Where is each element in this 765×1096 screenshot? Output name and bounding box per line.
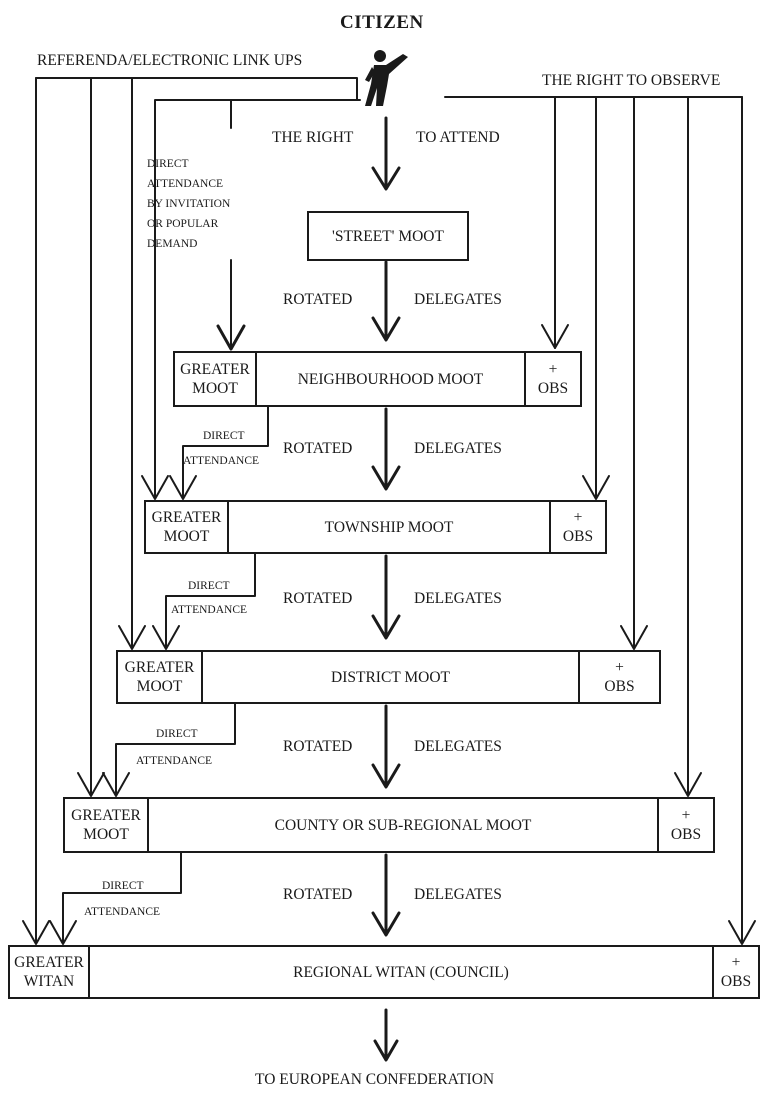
greater-witan-label: GREATER WITAN xyxy=(14,954,84,990)
greater-moot-label: GREATER MOOT xyxy=(151,509,222,545)
attendance-label: ATTENDANCE xyxy=(183,455,260,467)
delegates-label: DELEGATES xyxy=(414,440,502,457)
delegates-label: DELEGATES xyxy=(414,590,502,607)
right-to-observe-label: THE RIGHT TO OBSERVE xyxy=(542,72,721,89)
regional-level: GREATER WITAN REGIONAL WITAN (COUNCIL) +… xyxy=(8,945,760,999)
right-to-attend-label-b: TO ATTEND xyxy=(416,129,500,146)
greater-moot-label: GREATER MOOT xyxy=(180,361,250,397)
district-level: GREATER MOOT DISTRICT MOOT + OBS xyxy=(116,650,661,704)
district-moot-label: DISTRICT MOOT xyxy=(331,668,450,686)
person-pointing-icon xyxy=(365,50,408,106)
township-level: GREATER MOOT TOWNSHIP MOOT + OBS xyxy=(144,500,607,554)
regional-witan-label: REGIONAL WITAN (COUNCIL) xyxy=(293,963,509,981)
neighbourhood-level: GREATER MOOT NEIGHBOURHOOD MOOT + OBS xyxy=(173,351,582,407)
attendance-label: ATTENDANCE xyxy=(84,906,161,918)
greater-moot-label: GREATER MOOT xyxy=(124,659,195,695)
county-moot-label: COUNTY OR SUB-REGIONAL MOOT xyxy=(274,816,532,834)
footer-label: TO EUROPEAN CONFEDERATION xyxy=(255,1071,495,1088)
observers-label: + OBS xyxy=(720,954,752,990)
delegates-label: DELEGATES xyxy=(414,291,502,308)
direct-label: DIRECT xyxy=(102,880,144,892)
observers-label: + OBS xyxy=(537,361,569,397)
direct-label: DIRECT xyxy=(188,580,230,592)
observers-label: + OBS xyxy=(670,807,702,843)
rotated-label: ROTATED xyxy=(283,738,353,755)
direct-label: DIRECT xyxy=(203,430,245,442)
township-moot-label: TOWNSHIP MOOT xyxy=(324,518,454,536)
neighbourhood-moot-label: NEIGHBOURHOOD MOOT xyxy=(297,370,484,388)
direct-label: DIRECT xyxy=(156,728,198,740)
referenda-label: REFERENDA/ELECTRONIC LINK UPS xyxy=(37,52,303,69)
street-moot-label: 'STREET' MOOT xyxy=(332,227,444,245)
rotated-label: ROTATED xyxy=(283,886,353,903)
observers-label: + OBS xyxy=(562,509,594,545)
right-to-attend-label-a: THE RIGHT xyxy=(272,129,354,146)
delegates-label: DELEGATES xyxy=(414,886,502,903)
rotated-label: ROTATED xyxy=(283,590,353,607)
county-level: GREATER MOOT COUNTY OR SUB-REGIONAL MOOT… xyxy=(63,797,715,853)
greater-moot-label: GREATER MOOT xyxy=(71,807,141,843)
delegates-label: DELEGATES xyxy=(414,738,502,755)
diagram-title: CITIZEN xyxy=(340,12,424,33)
street-moot-box: 'STREET' MOOT xyxy=(307,211,469,261)
direct-attendance-invitation-label: DIRECT ATTENDANCE BY INVITATION OR POPUL… xyxy=(147,158,231,250)
rotated-label: ROTATED xyxy=(283,440,353,457)
observers-label: + OBS xyxy=(604,659,635,695)
attendance-label: ATTENDANCE xyxy=(171,604,248,616)
attendance-label: ATTENDANCE xyxy=(136,755,213,767)
rotated-label: ROTATED xyxy=(283,291,353,308)
